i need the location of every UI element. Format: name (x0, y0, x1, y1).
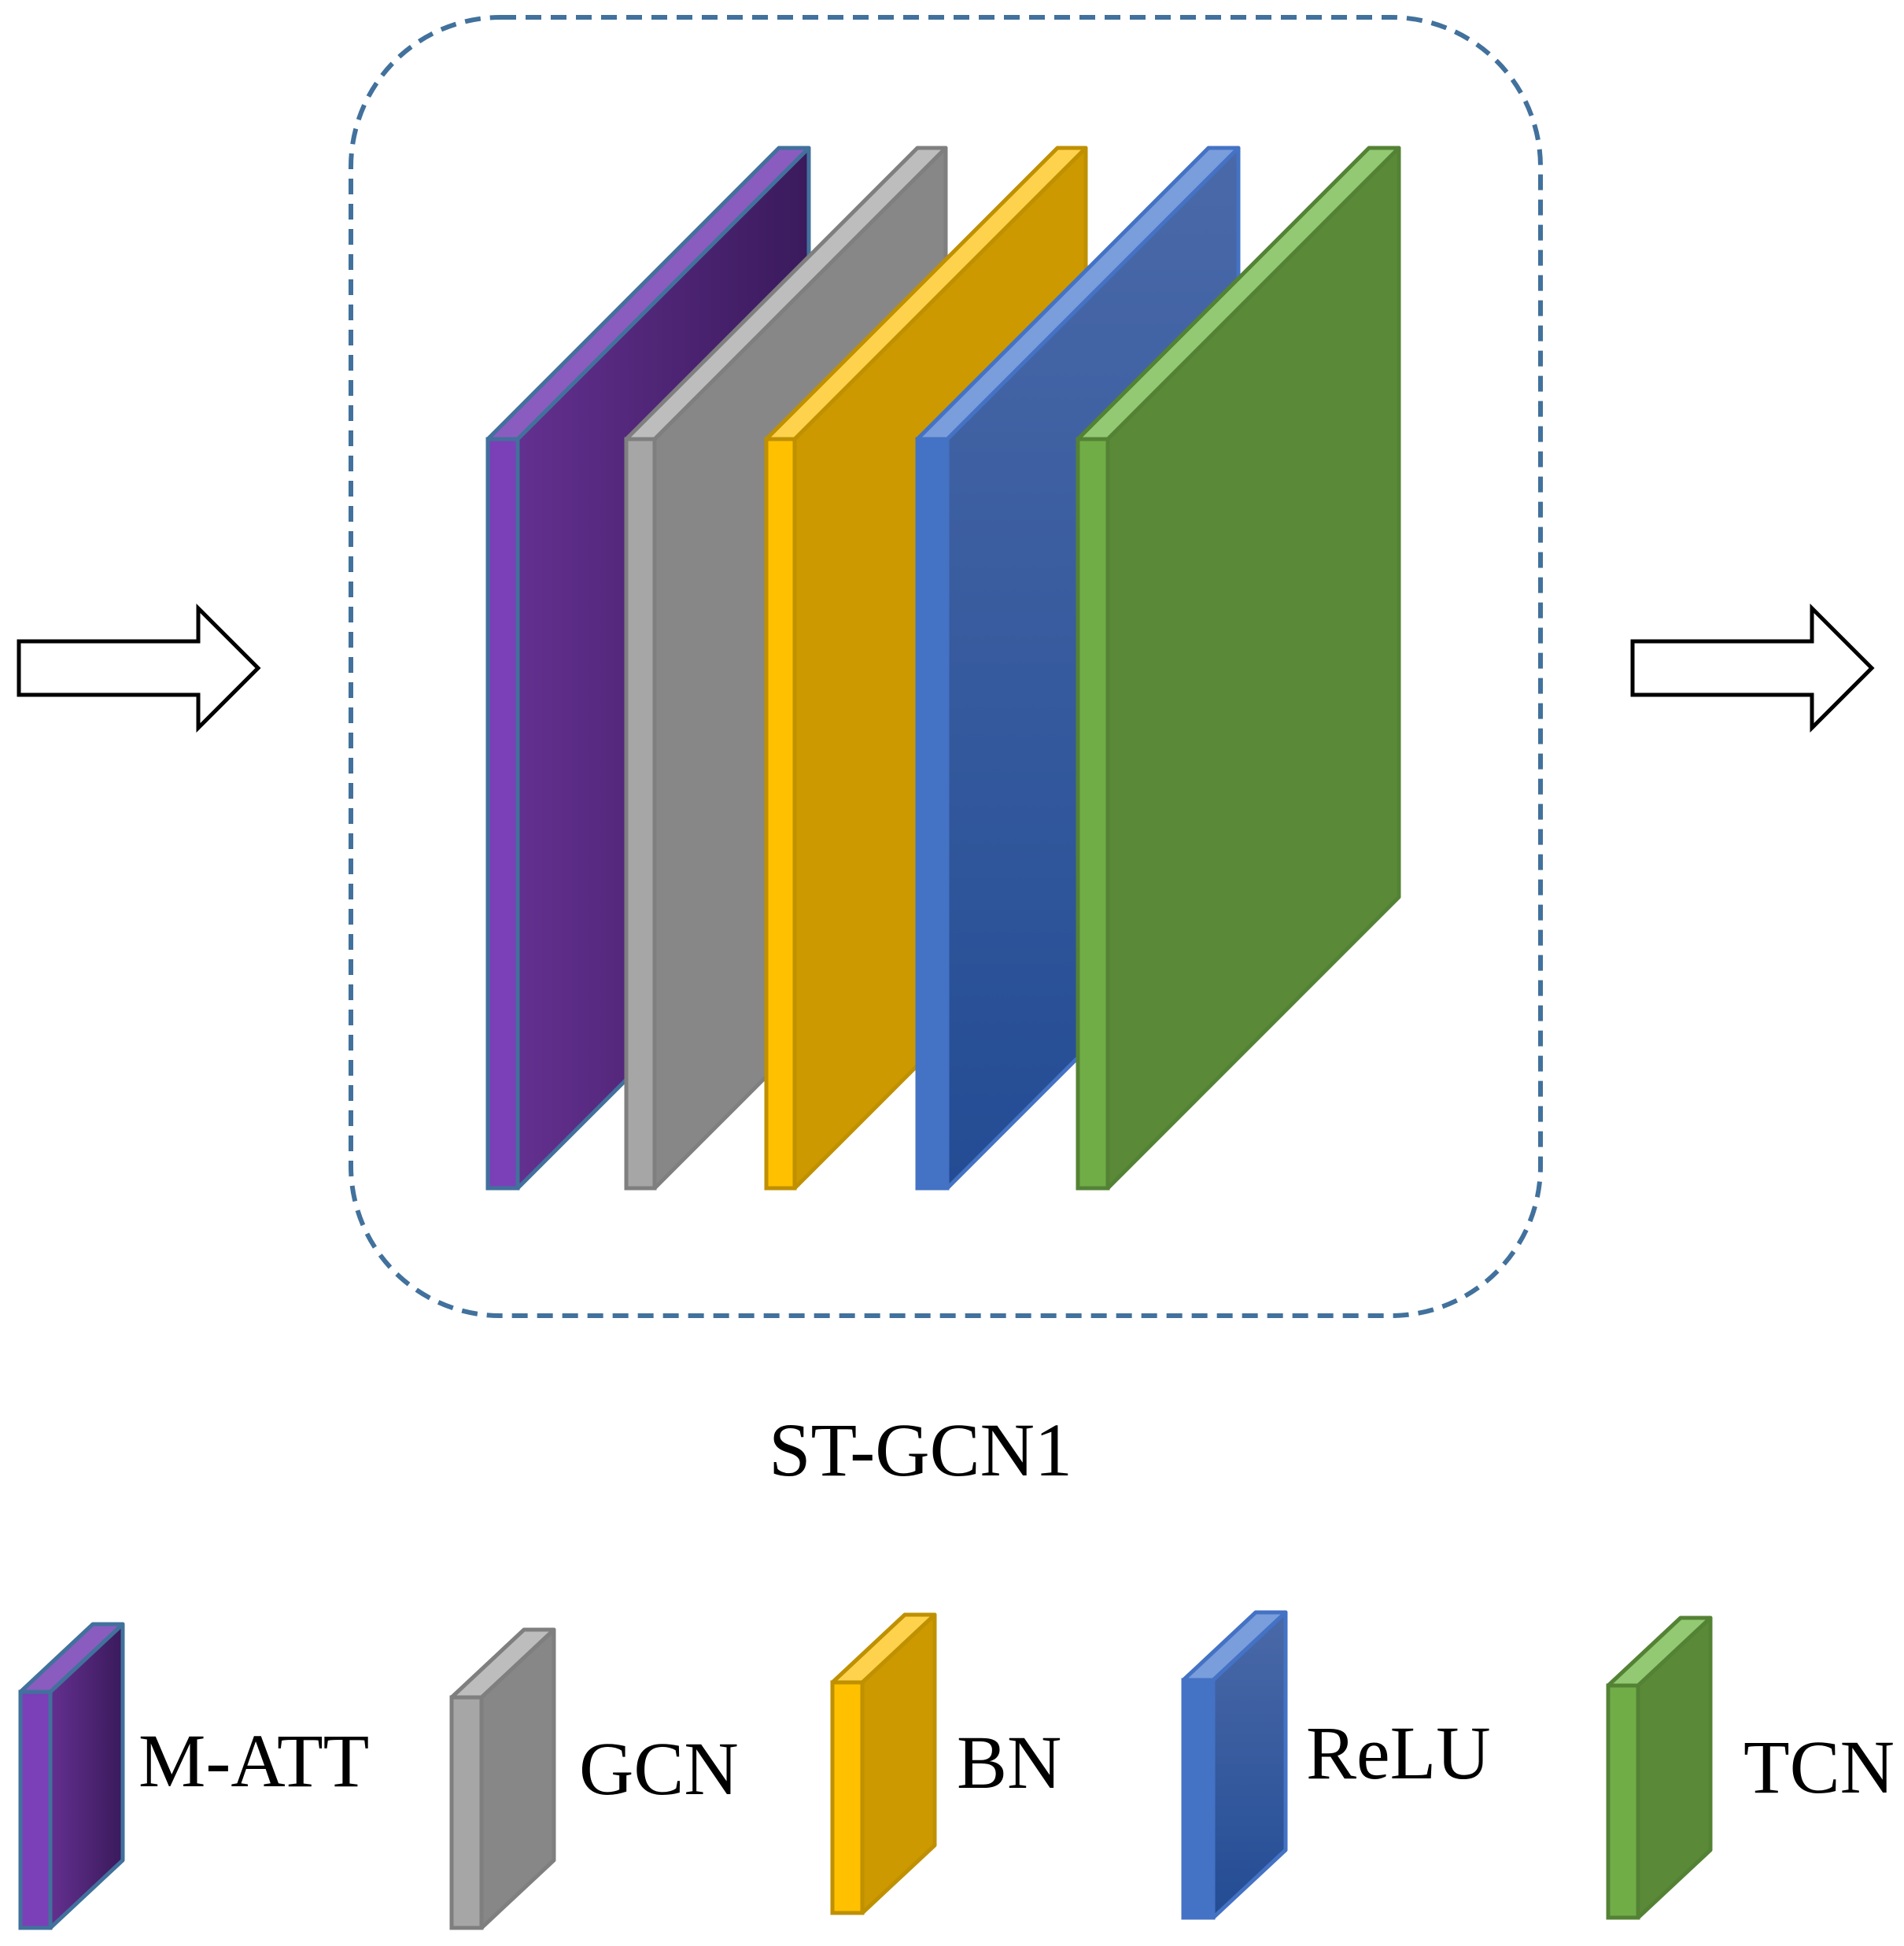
legend-swatch-matt (18, 1622, 125, 1930)
layer-bn-front-face (764, 437, 797, 1191)
output-arrow (1630, 603, 1875, 733)
legend-swatch-matt-front-face (18, 1689, 53, 1930)
layer-gcn-front-face (624, 437, 657, 1191)
legend-item-tcn: TCN (1606, 1616, 1895, 1920)
legend-item-gcn: GCN (449, 1627, 739, 1930)
legend-item-matt: M-ATT (18, 1622, 369, 1930)
legend-label-tcn: TCN (1743, 1725, 1895, 1809)
st-gcn-layer-stack (485, 146, 1401, 1191)
legend-item-relu: ReLU (1181, 1610, 1491, 1920)
legend-swatch-gcn-front-face (449, 1695, 484, 1930)
layer-matt-front-face (485, 437, 520, 1191)
legend-swatch-tcn-front-face (1606, 1683, 1640, 1920)
legend-label-relu: ReLU (1306, 1711, 1491, 1795)
legend-item-bn: BN (830, 1612, 1061, 1915)
legend-swatch-gcn (449, 1627, 556, 1930)
legend-swatch-relu-front-face (1181, 1678, 1216, 1920)
legend-swatch-relu (1181, 1610, 1288, 1920)
legend-swatch-bn-front-face (830, 1680, 865, 1915)
input-arrow (17, 603, 261, 733)
st-gcn-block-container (349, 15, 1543, 1318)
layer-tcn-front-face (1076, 437, 1110, 1191)
legend: M-ATT GCN BN ReLU TCN (18, 1610, 1895, 1930)
layer-relu-front-face (915, 437, 950, 1191)
legend-label-matt: M-ATT (138, 1719, 369, 1803)
legend-swatch-bn (830, 1612, 937, 1915)
layer-tcn (1076, 146, 1401, 1191)
legend-swatch-tcn (1606, 1616, 1713, 1920)
legend-label-bn: BN (957, 1720, 1061, 1804)
legend-label-gcn: GCN (579, 1726, 739, 1811)
block-title: ST-GCN1 (769, 1408, 1072, 1492)
